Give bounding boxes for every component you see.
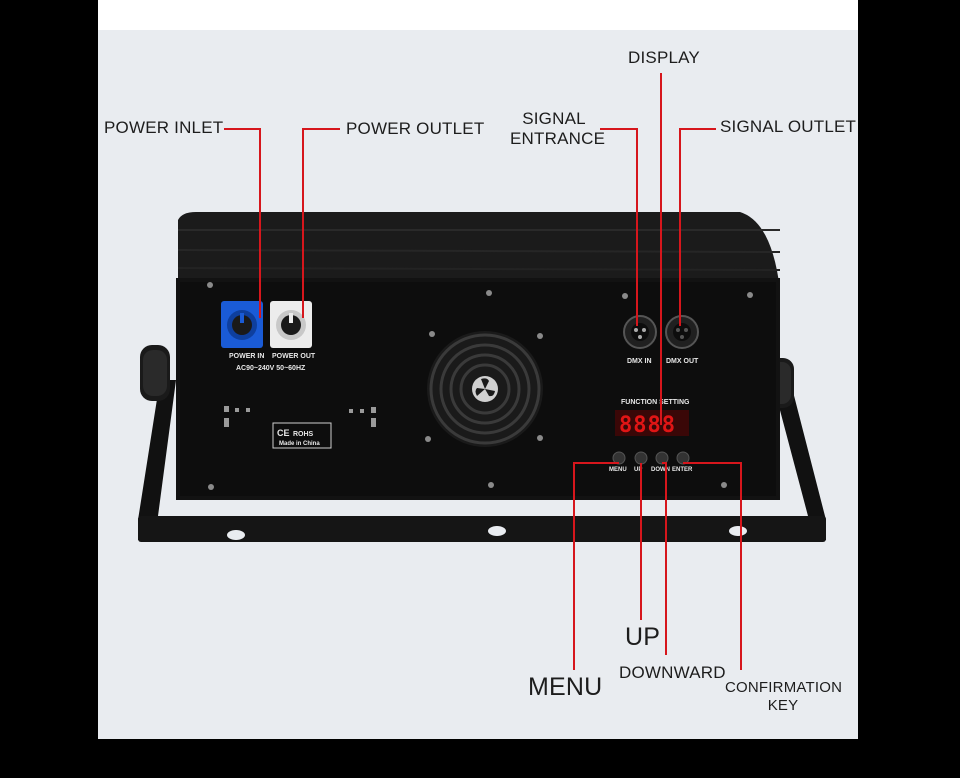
callout-display: DISPLAY [628,48,700,67]
down-button-label: DOWN [651,467,670,473]
dmx-out-label: DMX OUT [666,358,699,365]
callout-power-outlet: POWER OUTLET [346,119,485,138]
up-button-label: UP [634,467,642,473]
callout-confirmation-key-line1: CONFIRMATION [725,679,843,696]
left-knob [140,345,170,401]
display-readout: 8888 [619,413,676,438]
status-indicators [224,406,376,427]
dmx-in-connector [623,315,657,349]
led-display: 8888 [615,410,689,438]
power-in-connector [221,301,263,348]
function-setting-label: FUNCTION SETTING [621,399,690,406]
dmx-out-connector [665,315,699,349]
callout-power-inlet: POWER INLET [104,118,224,137]
callout-signal-entrance-line1: SIGNAL [522,109,586,128]
voltage-label: AC90~240V 50~60HZ [236,365,306,372]
enter-button-label: ENTER [672,467,693,473]
ce-mark: CE [277,428,290,438]
power-out-label: POWER OUT [272,353,316,360]
power-outlet-line [302,128,340,318]
callout-signal-entrance: SIGNAL ENTRANCE [510,109,606,149]
dmx-in-label: DMX IN [627,358,652,365]
menu-button-label: MENU [609,467,627,473]
power-out-connector [270,301,312,348]
callout-signal-entrance-line2: ENTRANCE [510,129,606,148]
downward-line [662,462,667,655]
made-in-label: Made in China [279,441,320,447]
top-strip [98,0,858,30]
callout-lines [224,73,742,670]
callout-downward: DOWNWARD [619,663,726,682]
menu-line [573,462,619,670]
callout-menu: MENU [528,673,603,701]
control-buttons [612,451,690,465]
callout-confirmation-key: CONFIRMATION KEY [725,679,843,715]
callout-confirmation-key-line2: KEY [767,697,799,714]
power-in-label: POWER IN [229,353,264,360]
up-button [634,451,648,465]
panel-screws [207,282,753,490]
signal-outlet-line [679,128,716,326]
mounting-bracket [138,380,826,542]
callout-signal-outlet: SIGNAL OUTLET [720,117,857,136]
power-inlet-line [224,128,261,318]
certification-label: CE ROHS Made in China [272,422,332,449]
callout-up: UP [625,623,661,651]
rohs-mark: ROHS [293,431,314,438]
fan-grille [427,331,543,447]
confirmation-line [683,462,742,670]
signal-entrance-line [600,128,638,326]
